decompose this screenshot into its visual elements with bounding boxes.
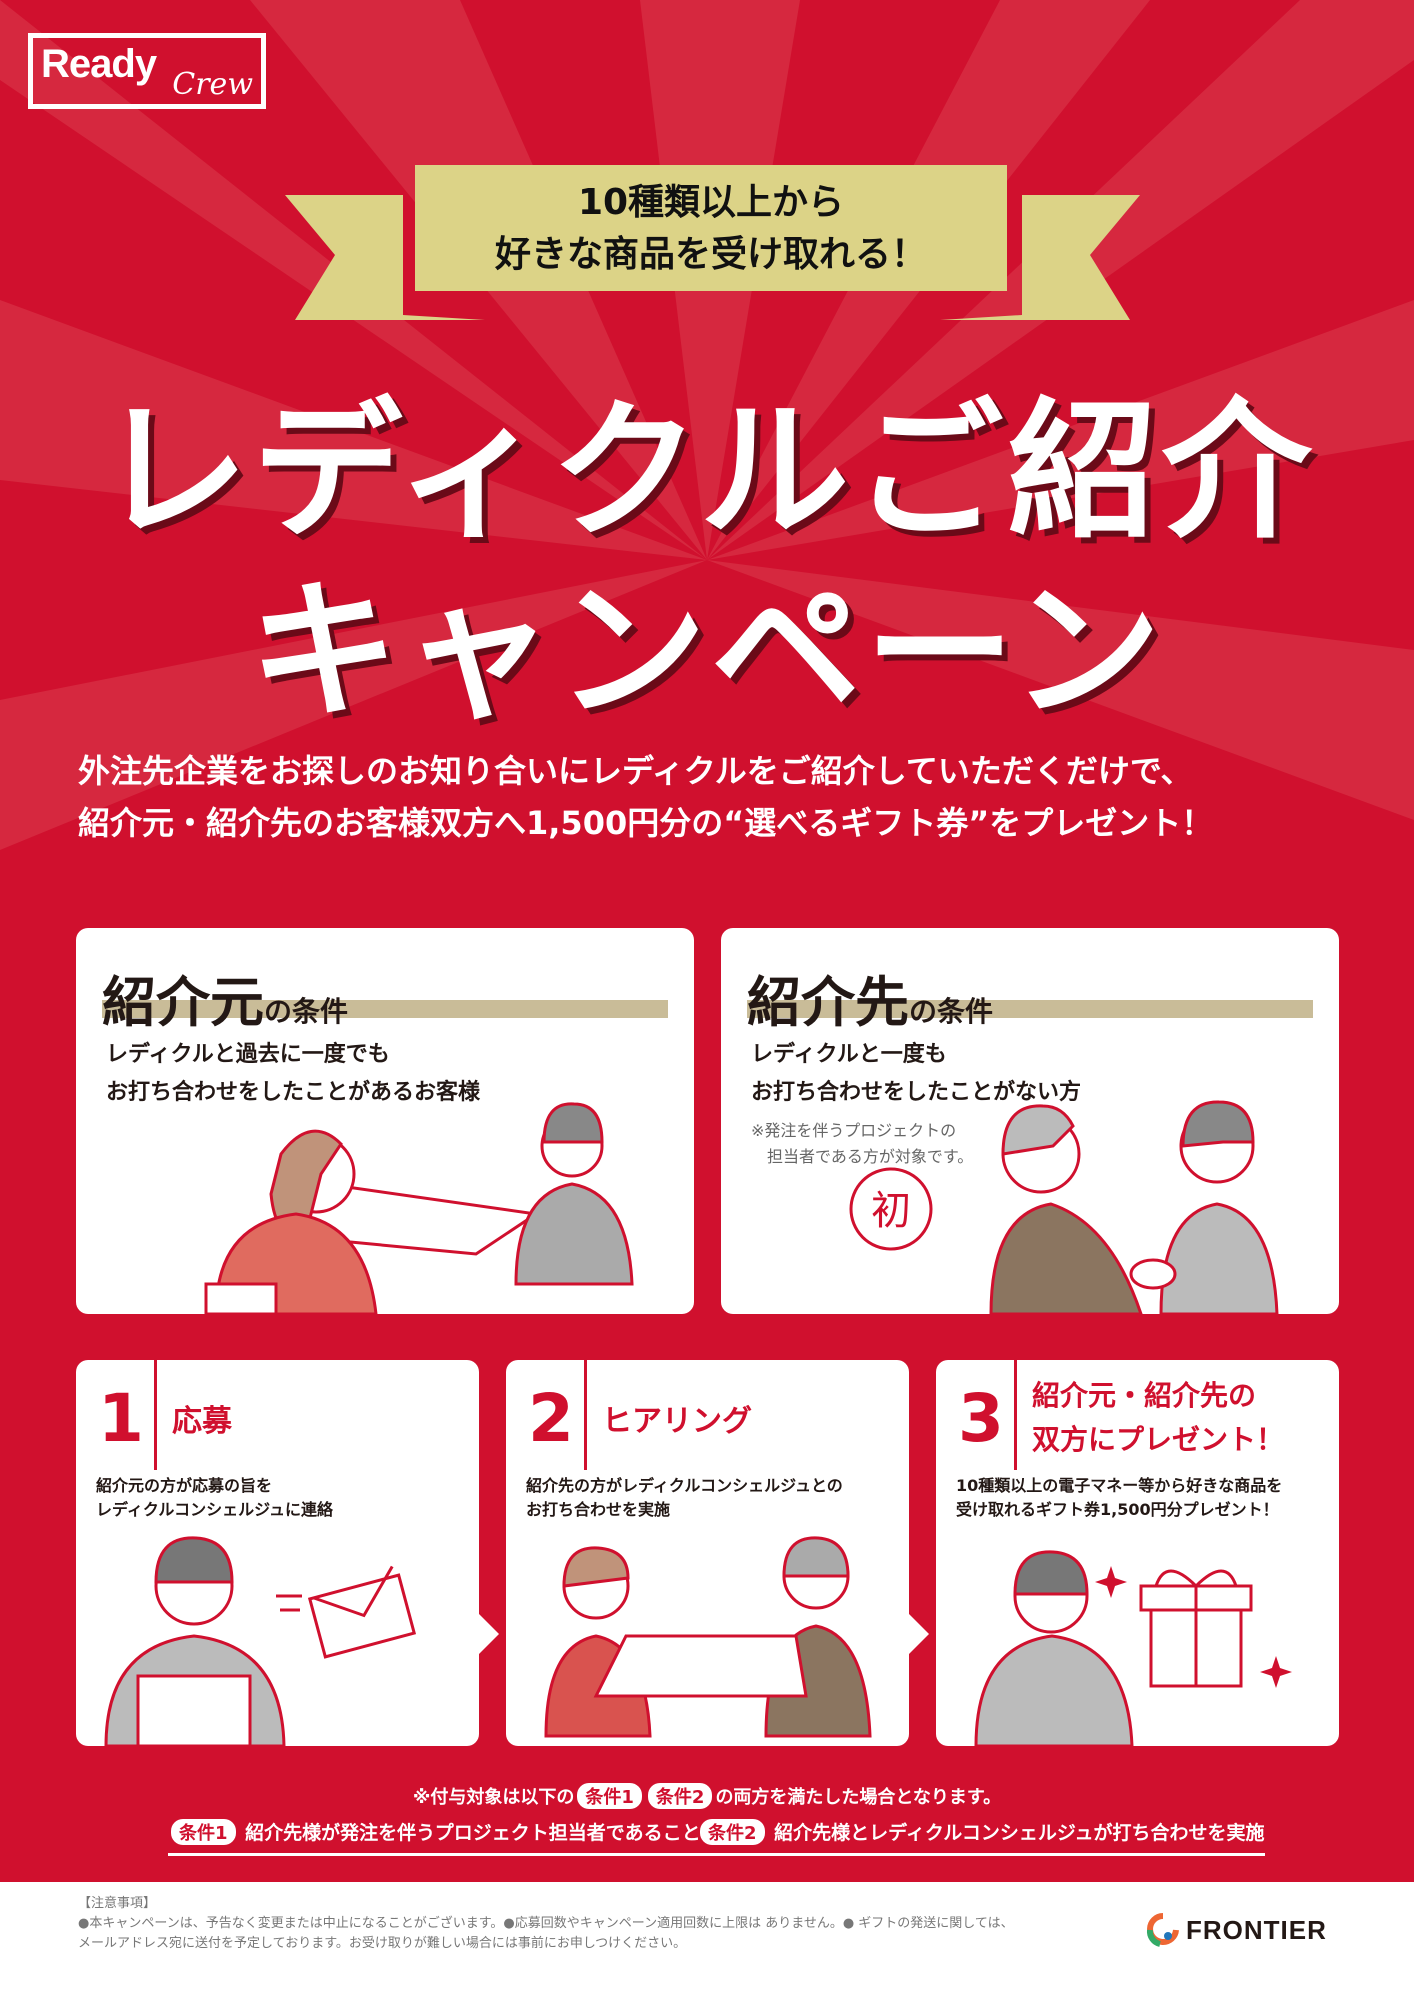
step-1-card: 1 応募 紹介元の方が応募の旨をレディクルコンシェルジュに連絡	[76, 1360, 479, 1746]
description-line1: 外注先企業をお探しのお知り合いにレディクルをご紹介していただくだけで、	[78, 752, 1193, 790]
heading-main: 紹介元	[102, 971, 264, 1034]
frontier-brand: FRONTIER	[1186, 1914, 1327, 1945]
condition-line1: レディクルと過去に一度でも	[106, 1042, 390, 1067]
gift-illustration	[974, 1550, 1292, 1746]
readycrew-logo: Ready Crew	[28, 33, 266, 109]
step-arrow	[479, 1614, 499, 1654]
step-number: 3	[958, 1380, 1004, 1457]
referrer-condition-card: 紹介元の条件 レディクルと過去に一度でもお打ち合わせをしたことがあるお客様	[76, 928, 694, 1314]
main-title-line1: レディクルご紹介	[98, 385, 1316, 559]
heading-underline	[747, 1000, 1313, 1018]
logo-crew: Crew	[172, 67, 253, 102]
desc-line1: 紹介先の方がレディクルコンシェルジュとの	[526, 1476, 843, 1495]
first-time-stamp: 初	[871, 1188, 911, 1234]
referee-condition-card: 紹介先の条件 レディクルと一度もお打ち合わせをしたことがない方 ※発注を伴うプロ…	[721, 928, 1339, 1314]
condition2-detail: 条件2 紹介先様とレディクルコンシェルジュが打ち合わせを実施	[697, 1818, 1265, 1856]
note-line2: 担当者である方が対象です。	[767, 1147, 974, 1166]
description-line2: 紹介元・紹介先のお客様双方へ1,500円分の“選べるギフト券”をプレゼント！	[78, 804, 1214, 842]
desc-line2: レディクルコンシェルジュに連絡	[96, 1500, 333, 1519]
banner-line1: 10種類以上から	[577, 182, 845, 223]
divider	[154, 1360, 157, 1470]
desc-line2: 受け取れるギフト券1,500円分プレゼント！	[956, 1500, 1279, 1519]
condition2-pill: 条件2	[647, 1783, 713, 1809]
meeting-illustration	[204, 1102, 634, 1314]
card-heading: 紹介元の条件	[102, 958, 348, 1037]
heading-main: 紹介先	[747, 971, 909, 1034]
eligibility-suffix: の両方を満たした場合となります。	[715, 1787, 1002, 1808]
headline-banner: 10種類以上から 好きな商品を受け取れる！	[415, 165, 1007, 291]
step-number: 1	[98, 1380, 144, 1457]
condition2-label: 条件2	[700, 1819, 765, 1845]
step-number: 2	[528, 1380, 574, 1457]
notes-line1: ●本キャンペーンは、予告なく変更または中止になることがございます。●応募回数やキ…	[78, 1916, 1014, 1931]
condition1-pill: 条件1	[577, 1783, 642, 1809]
condition1-label: 条件1	[171, 1819, 236, 1845]
condition2-text: 紹介先様とレディクルコンシェルジュが打ち合わせを実施	[774, 1822, 1265, 1844]
frontier-logo: FRONTIER	[1146, 1912, 1327, 1948]
desc-line1: 紹介元の方が応募の旨を	[96, 1476, 273, 1495]
step-description: 紹介元の方が応募の旨をレディクルコンシェルジュに連絡	[96, 1474, 333, 1522]
condition-text: レディクルと一度もお打ち合わせをしたことがない方	[751, 1036, 1081, 1112]
divider	[584, 1360, 587, 1470]
card-heading: 紹介先の条件	[747, 958, 993, 1037]
condition-note: ※発注を伴うプロジェクトの担当者である方が対象です。	[751, 1118, 973, 1170]
condition-line2: お打ち合わせをしたことがない方	[751, 1080, 1082, 1105]
eligibility-prefix: ※付与対象は以下の	[412, 1787, 575, 1808]
notes-heading: 【注意事項】	[78, 1896, 157, 1911]
step-description: 10種類以上の電子マネー等から好きな商品を受け取れるギフト券1,500円分プレゼ…	[956, 1474, 1282, 1522]
condition-line1: レディクルと一度も	[751, 1042, 947, 1067]
logo-ready: Ready	[41, 42, 157, 86]
handshake-illustration: 初	[849, 1100, 1279, 1314]
footer-notes: 【注意事項】 ●本キャンペーンは、予告なく変更または中止になることがございます。…	[78, 1894, 1014, 1954]
email-laptop-illustration	[104, 1536, 417, 1746]
desc-line2: お打ち合わせを実施	[526, 1500, 671, 1519]
banner-line2: 好きな商品を受け取れる！	[494, 234, 927, 275]
step-title: 紹介元・紹介先の双方にプレゼント！	[1032, 1374, 1284, 1462]
step-title-line1: 応募	[172, 1404, 232, 1439]
step-title-line1: 紹介元・紹介先の	[1032, 1379, 1257, 1412]
heading-suffix: の条件	[264, 995, 349, 1028]
condition1-text: 紹介先様が発注を伴うプロジェクト担当者であること	[245, 1822, 701, 1844]
step-title: 応募	[172, 1400, 232, 1444]
step-title-line1: ヒアリング	[602, 1404, 752, 1439]
step-title-line2: 双方にプレゼント！	[1032, 1423, 1285, 1456]
condition-line2: お打ち合わせをしたことがあるお客様	[106, 1080, 481, 1105]
frontier-logo-icon	[1146, 1913, 1179, 1947]
note-line1: ※発注を伴うプロジェクトの	[751, 1121, 957, 1140]
step-title: ヒアリング	[602, 1400, 752, 1444]
step-description: 紹介先の方がレディクルコンシェルジュとのお打ち合わせを実施	[526, 1474, 843, 1522]
desc-line1: 10種類以上の電子マネー等から好きな商品を	[956, 1476, 1283, 1495]
ribbon-tail-left	[285, 195, 485, 320]
step-2-card: 2 ヒアリング 紹介先の方がレディクルコンシェルジュとのお打ち合わせを実施	[506, 1360, 909, 1746]
heading-suffix: の条件	[909, 995, 994, 1028]
step-arrow	[909, 1614, 929, 1654]
hearing-meeting-illustration	[544, 1536, 872, 1738]
ribbon-tail-right	[940, 195, 1140, 320]
heading-underline	[102, 1000, 668, 1018]
step-3-card: 3 紹介元・紹介先の双方にプレゼント！ 10種類以上の電子マネー等から好きな商品…	[936, 1360, 1339, 1746]
footer: 【注意事項】 ●本キャンペーンは、予告なく変更または中止になることがございます。…	[0, 1882, 1414, 2000]
main-title-line2: キャンペーン	[248, 565, 1166, 739]
divider	[1014, 1360, 1017, 1470]
campaign-description: 外注先企業をお探しのお知り合いにレディクルをご紹介していただくだけで、 紹介元・…	[78, 745, 1213, 849]
notes-line2: メールアドレス宛に送付を予定しております。お受け取りが難しい場合には事前にお申し…	[78, 1936, 687, 1951]
condition1-detail: 条件1 紹介先様が発注を伴うプロジェクト担当者であること	[168, 1818, 701, 1856]
condition-text: レディクルと過去に一度でもお打ち合わせをしたことがあるお客様	[106, 1036, 480, 1112]
